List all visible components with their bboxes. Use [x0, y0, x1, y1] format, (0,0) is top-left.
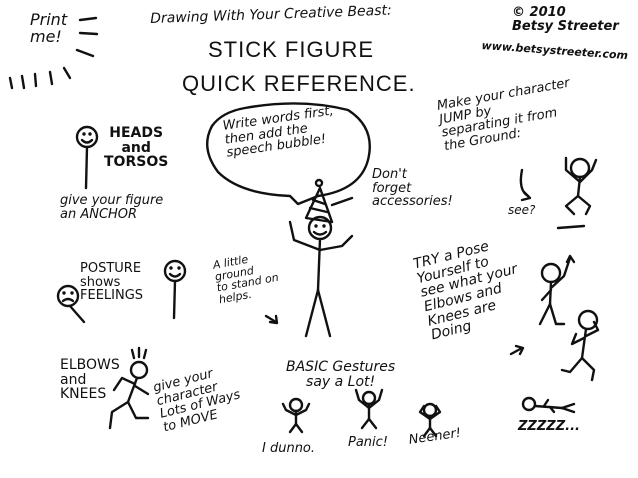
elbows-knees-text: ELBOWS and KNEES	[60, 357, 120, 403]
anchor-text: give your figure an ANCHOR	[60, 193, 164, 222]
accessories-text: Don't forget accessories!	[372, 167, 453, 210]
page-title-line1: STICK FIGURE	[208, 37, 375, 62]
sleeping-figure-icon	[521, 396, 576, 414]
print-me-note: Print me!	[30, 10, 68, 46]
move-text: give your character Lots of Ways to MOVE	[151, 366, 242, 436]
sleep-text: ZZZZZ...	[518, 419, 580, 434]
gesture-label-neener: Neener!	[407, 425, 462, 448]
ground-arrow-icon	[264, 314, 279, 325]
see-label: see?	[508, 203, 536, 217]
copyright-note: © 2010 Betsy Streeter	[512, 5, 619, 34]
page-title-line2: QUICK REFERENCE.	[182, 71, 416, 96]
shrug-figure-icon	[281, 397, 311, 434]
standing-figure	[288, 215, 354, 338]
heads-torsos-text: HEADS and TORSOS	[104, 125, 169, 171]
party-hat-icon	[304, 178, 354, 224]
posture-text: POSTURE shows FEELINGS	[80, 261, 144, 304]
website-url: www.betsystreeter.com	[481, 39, 629, 63]
pose-text: TRY a Pose Yourself to see what your Elb…	[411, 238, 520, 344]
jumping-figure-icon	[519, 156, 598, 230]
stick-head-icon	[75, 125, 99, 190]
gestures-title: BASIC Gestures say a Lot!	[286, 359, 396, 390]
speech-bubble-text: Write words first, then add the speech b…	[221, 103, 335, 161]
gesture-label-panic: Panic!	[348, 435, 389, 450]
posing-figure-icon	[509, 309, 600, 382]
gesture-label-idunno: I dunno.	[262, 441, 316, 456]
panic-figure-icon	[354, 388, 384, 430]
series-title: Drawing With Your Creative Beast:	[149, 2, 393, 27]
happy-face-icon	[163, 259, 187, 320]
jump-text: Make your character JUMP by separating i…	[435, 75, 571, 155]
pointing-figure-icon	[538, 254, 576, 326]
ground-text: A little ground to stand on helps.	[211, 252, 280, 306]
